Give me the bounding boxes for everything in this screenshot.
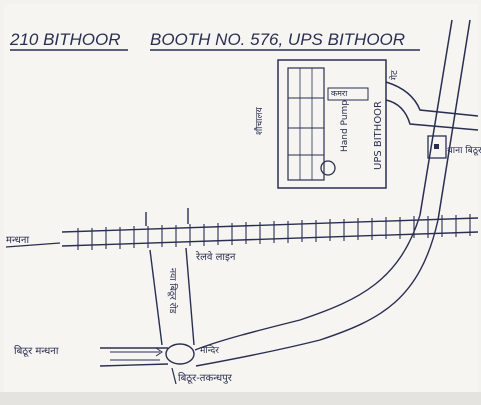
railway-label: रेलवे लाइन [195, 251, 236, 263]
school-label: UPS BITHOOR [373, 101, 384, 170]
side-label: शौचालय [253, 106, 265, 135]
right-road [385, 19, 479, 221]
police-station-box [427, 135, 447, 159]
room-label: कमरा [331, 89, 348, 98]
left-road-bottom-label: बिठूर मन्धना [14, 345, 59, 357]
vertical-road [149, 247, 195, 346]
bottom-road-marker [171, 367, 177, 385]
bottom-road [99, 343, 195, 367]
left-road-top-label: मन्धना [6, 235, 29, 246]
left-road-top-arrow [5, 242, 61, 248]
bottom-road-label: बिठूर-तकन्धपुर [178, 372, 233, 384]
ward-title: 210 BITHOOR [9, 30, 121, 49]
paper-edge-shadow [0, 392, 481, 405]
gate-label: गेट [388, 70, 400, 80]
booth-title: BOOTH NO. 576, UPS BITHOOR [150, 30, 405, 49]
curved-road [194, 214, 439, 367]
paper-sheet [4, 4, 478, 392]
hand-pump-icon [320, 160, 336, 176]
hand-pump-label: Hand Pump [340, 100, 350, 152]
railway-line [61, 208, 479, 250]
police-station-label: थाना बिठूर [447, 144, 481, 156]
temple-label: मन्दिर [200, 344, 219, 356]
vertical-road-label: नया बिठूर रोड [167, 268, 179, 314]
school-building [277, 59, 387, 189]
